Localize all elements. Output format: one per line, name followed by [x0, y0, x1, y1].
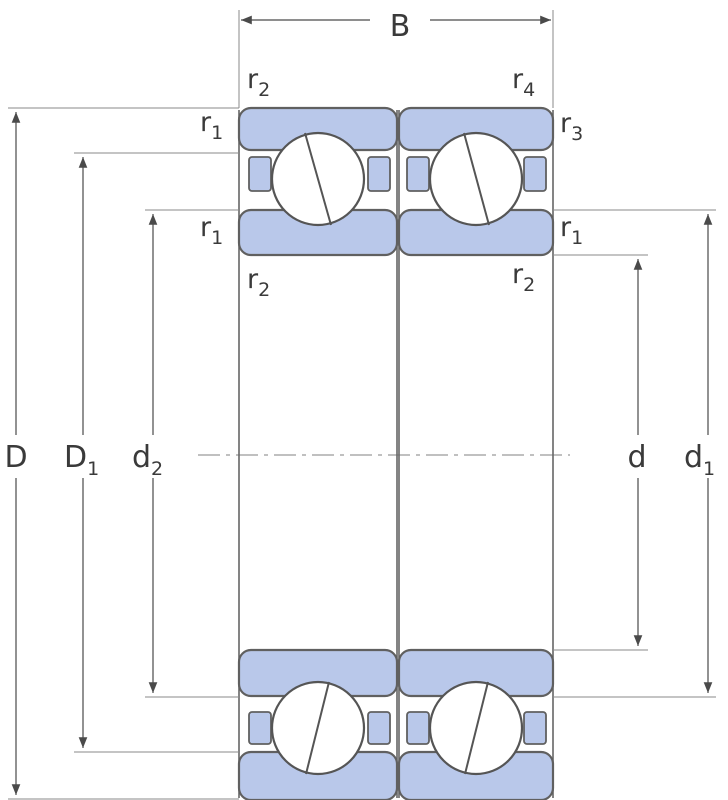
label-D: D [4, 440, 27, 475]
label-D1: D1 [64, 440, 99, 480]
label-d1: d1 [684, 440, 715, 480]
bearing-section-top-right [397, 106, 555, 257]
label-r1-lower-left: r1 [200, 212, 223, 249]
dimension-d1: d1 [553, 209, 716, 698]
dimension-D: D [4, 107, 239, 800]
label-r3-top-right: r3 [560, 108, 583, 145]
label-d: d [627, 440, 646, 475]
label-r2-lower-right: r2 [512, 259, 535, 296]
bearing-section-top-left [237, 106, 399, 257]
bearing-section-bottom-left [237, 648, 399, 800]
label-r1-lower-right: r1 [560, 212, 583, 249]
dimension-D1: D1 [64, 152, 239, 753]
bearing-section-bottom-right [397, 648, 555, 800]
dimension-d: d [553, 254, 648, 651]
label-r2-lower-left: r2 [247, 264, 270, 301]
dimension-B: B [238, 9, 554, 108]
dimension-d2: d2 [132, 209, 239, 698]
label-B: B [390, 9, 411, 44]
label-r4-top: r4 [512, 64, 535, 101]
label-d2: d2 [132, 440, 163, 480]
label-r1-top-left: r1 [200, 107, 223, 144]
label-r2-top: r2 [247, 64, 270, 101]
